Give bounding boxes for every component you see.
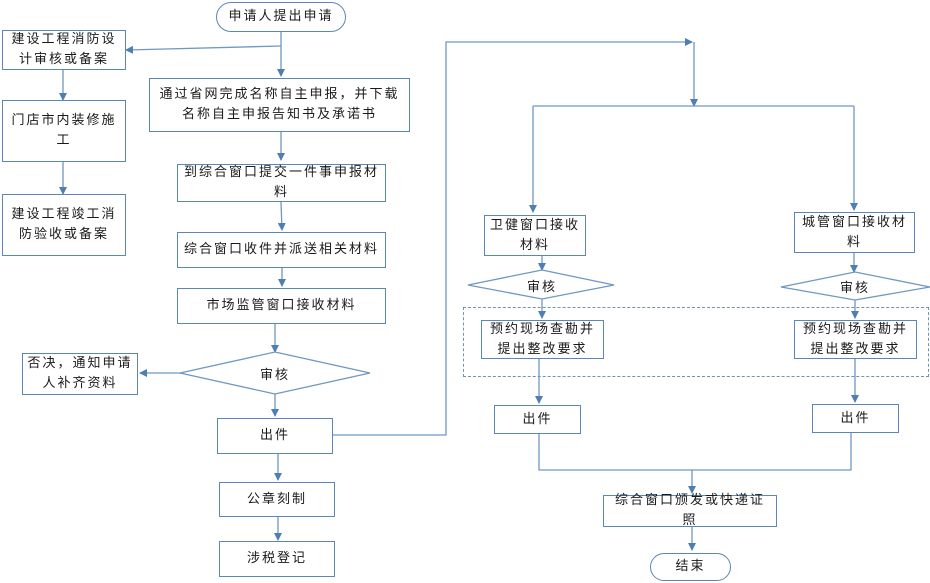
arrow-submit-to-dispatch (277, 201, 286, 231)
review-urban-label: 审核 (839, 281, 870, 296)
submit-materials-node: 到综合窗口提交一件事申报材料 (177, 164, 386, 202)
end-node: 结束 (650, 553, 731, 581)
health-receive-node: 卫健窗口接收材料 (484, 215, 586, 256)
review-main-diamond (179, 351, 371, 395)
seal-node: 公章刻制 (219, 482, 335, 517)
dispatch-node: 综合窗口收件并派送相关材料 (177, 232, 386, 268)
reject-node: 否决，通知申请人补齐资料 (22, 353, 138, 395)
start-node: 申请人提出申请 (216, 2, 346, 32)
inspect-health-node: 预约现场查勘并提出整改要求 (481, 320, 604, 359)
urban-receive-node: 城管窗口接收材料 (794, 212, 915, 253)
arrow-issue-to-branch (333, 38, 693, 436)
issue-urban-node: 出件 (812, 404, 899, 433)
market-receive-node: 市场监管窗口接收材料 (177, 288, 386, 324)
tax-node: 涉税登记 (219, 541, 335, 577)
arrow-start-to-fire-design (125, 45, 282, 54)
review-health-diamond (467, 269, 615, 300)
merge-line (538, 432, 852, 471)
inspection-group-box (463, 307, 929, 377)
fire-design-node: 建设工程消防设计审核或备案 (2, 30, 126, 70)
inspect-urban-node: 预约现场查勘并提出整改要求 (794, 320, 917, 359)
issue-main-node: 出件 (217, 418, 333, 454)
deliver-node: 综合窗口颁发或快递证照 (603, 493, 777, 528)
name-declare-node: 通过省网完成名称自主申报，并下载名称自主申报告知书及承诺书 (149, 78, 410, 132)
review-main-label: 审核 (259, 368, 290, 383)
renovation-node: 门店市内装修施工 (2, 100, 126, 162)
fire-acceptance-node: 建设工程竣工消防验收或备案 (2, 194, 126, 256)
issue-health-node: 出件 (494, 405, 581, 434)
review-health-label: 审核 (526, 280, 557, 295)
review-urban-diamond (780, 271, 930, 301)
